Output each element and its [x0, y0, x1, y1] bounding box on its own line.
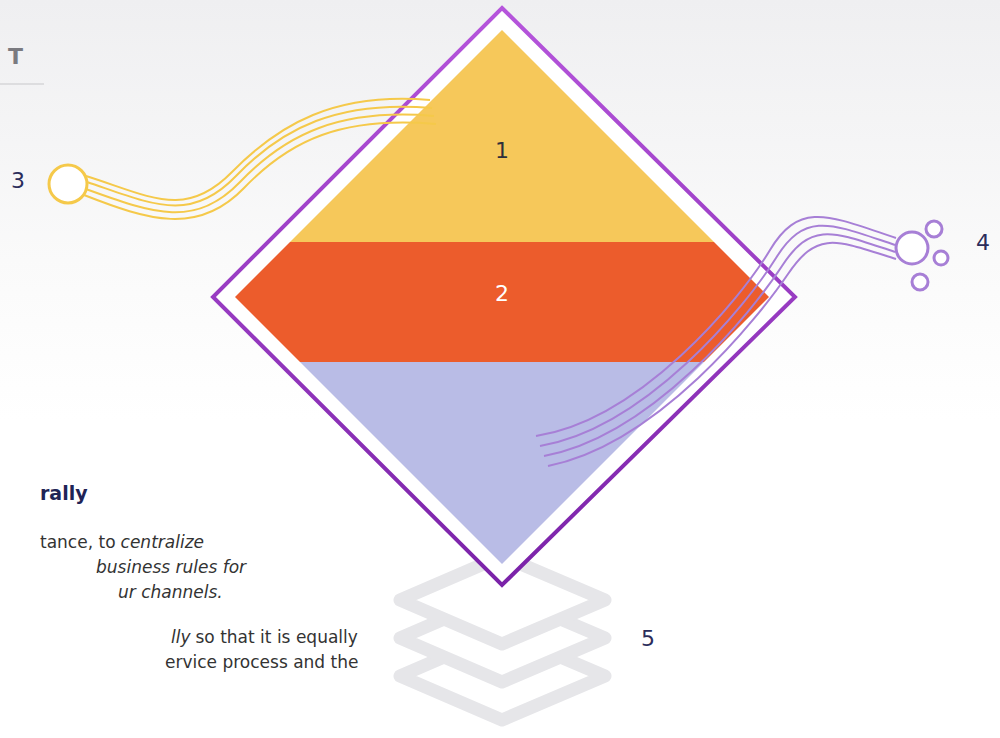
text-fragment: rally: [40, 482, 88, 505]
yellow-node-circle: [49, 165, 87, 203]
text-fragment: business rules for: [96, 557, 246, 577]
yellow-wires: [84, 99, 436, 219]
callout-number: 3: [11, 168, 25, 194]
text-fragment: centralize: [121, 532, 204, 552]
text-fragment: lly: [171, 627, 191, 647]
diamond-band: 1: [487, 134, 517, 167]
band-number: 2: [495, 281, 509, 306]
callout-number: 4: [976, 230, 990, 256]
rule-line: [0, 83, 44, 85]
purple-node-cluster: [896, 221, 948, 290]
text-fragment: ervice process and the: [165, 652, 358, 672]
callout-number: 5: [641, 626, 655, 652]
text-fragment: T: [8, 44, 23, 70]
text-fragment: so that it is equally: [196, 627, 358, 647]
text-fragment: tance, to: [40, 532, 116, 552]
diamond-band: 2: [487, 277, 517, 310]
text-fragment: ur channels.: [118, 582, 223, 602]
band-number: 1: [495, 138, 509, 163]
purple-wires: [536, 217, 896, 466]
diamond-bands: [200, 20, 800, 582]
